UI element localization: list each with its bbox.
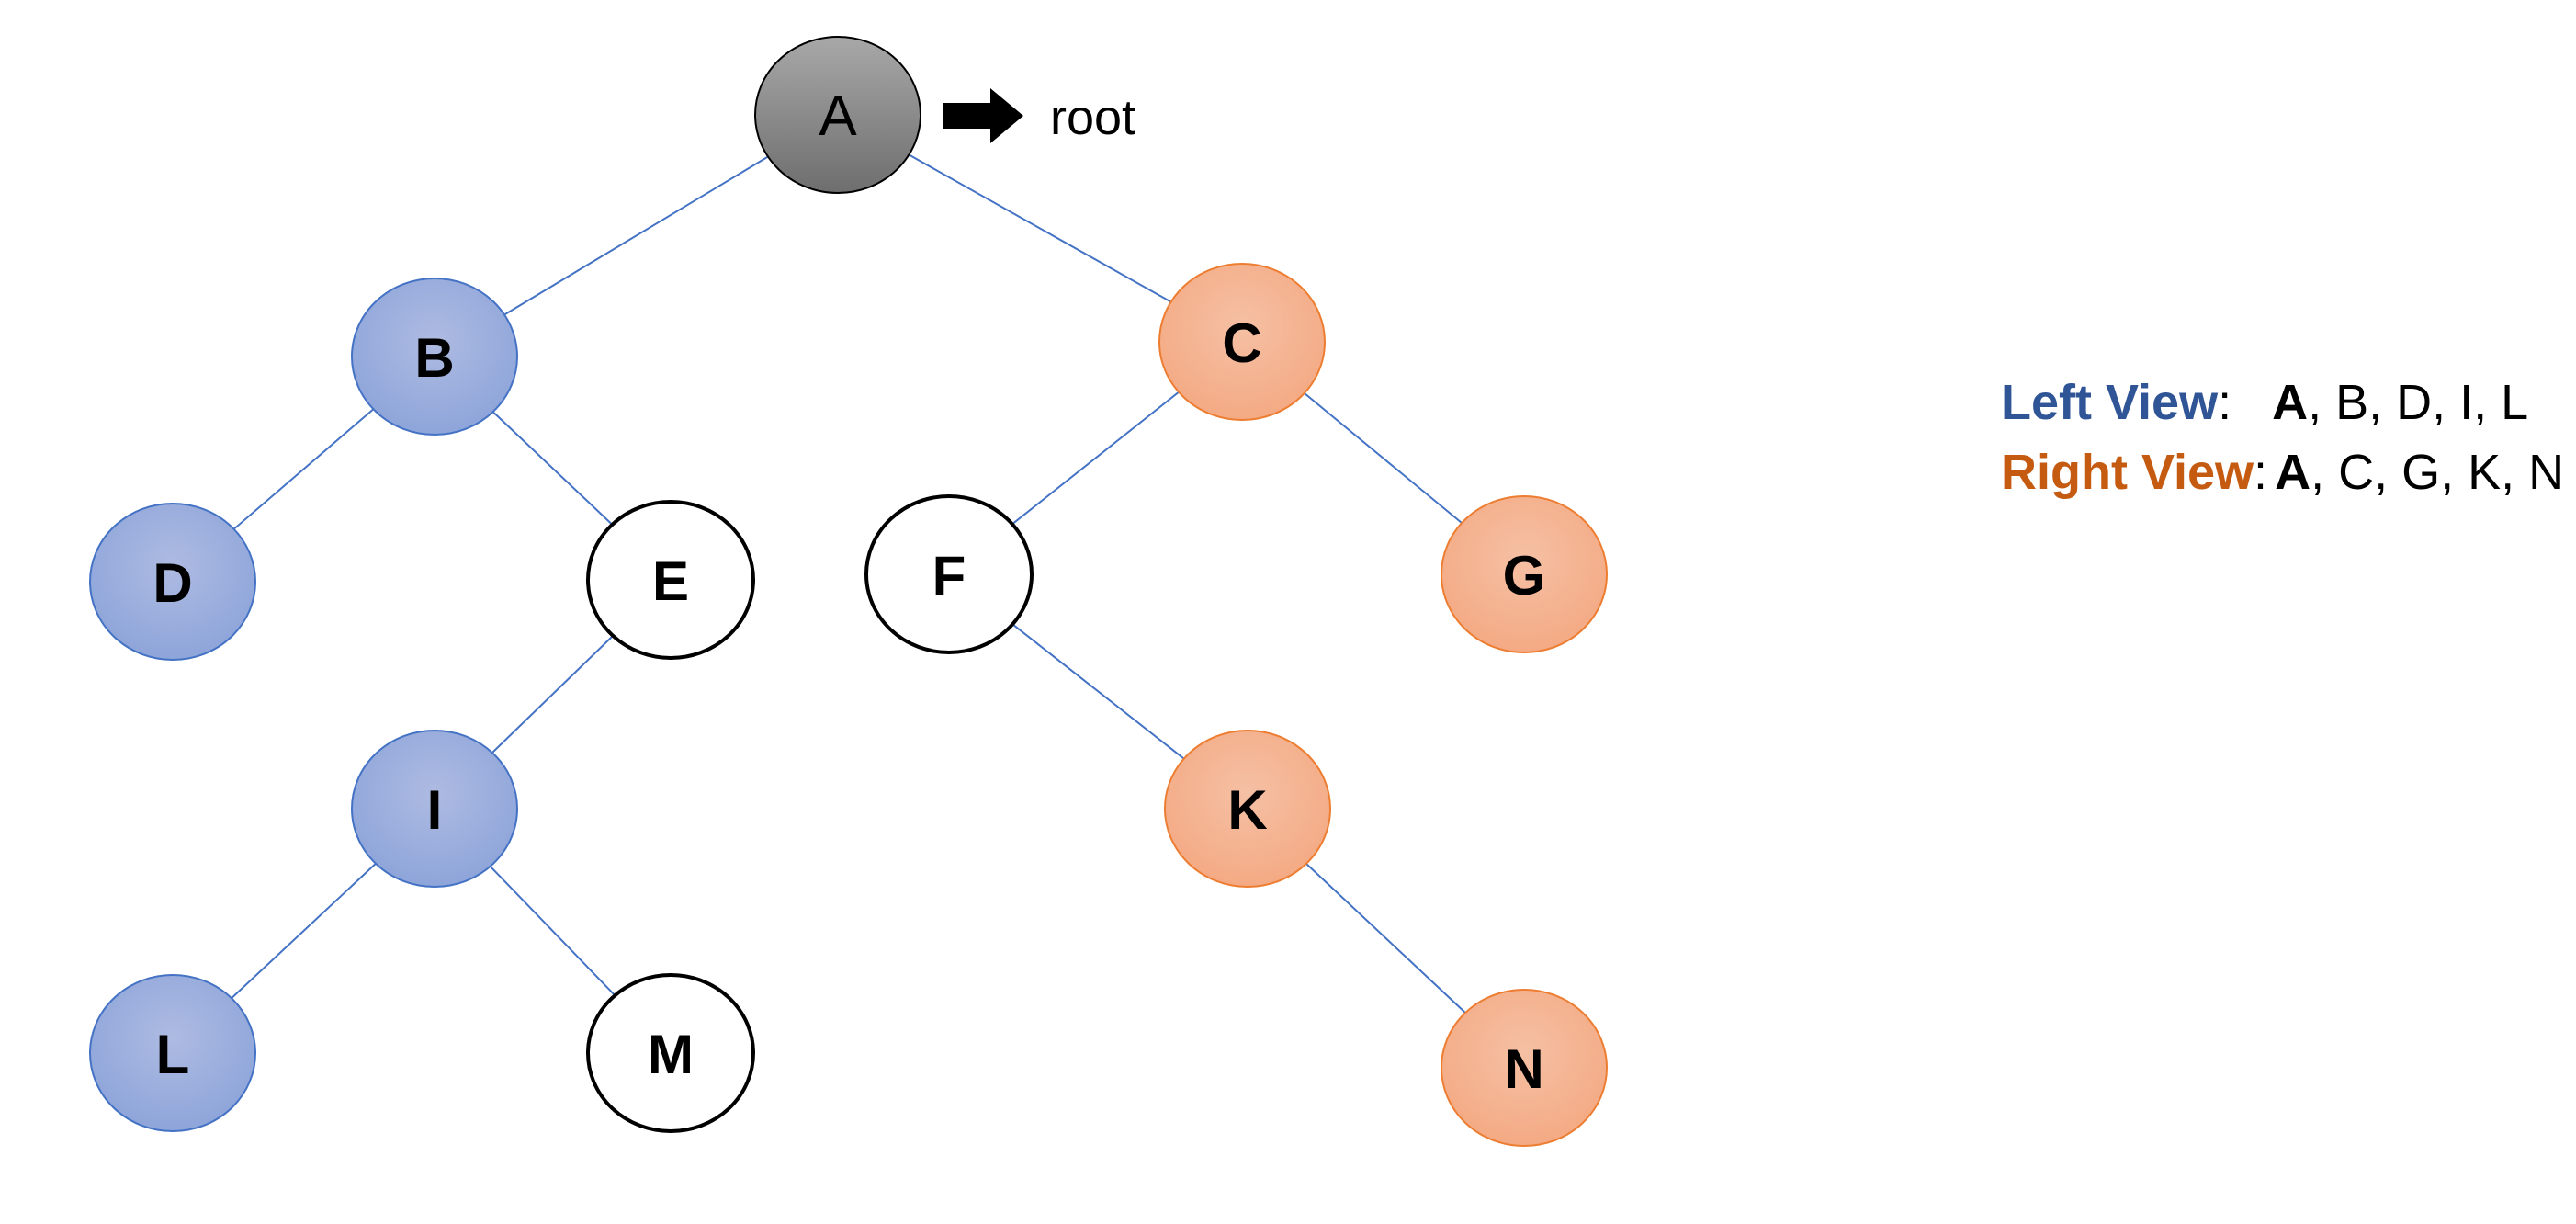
edge-i-l bbox=[231, 863, 377, 999]
right-view-title: Right View bbox=[2001, 445, 2254, 500]
node-g-circle bbox=[1441, 495, 1608, 653]
node-f-circle bbox=[864, 494, 1034, 654]
node-a: A bbox=[754, 36, 921, 194]
node-c-label: C bbox=[1222, 312, 1261, 374]
node-d-circle bbox=[89, 503, 256, 661]
node-i: I bbox=[351, 730, 518, 888]
node-e-label: E bbox=[652, 550, 689, 612]
right-view-row: Right View:A, C, G, K, N bbox=[2001, 437, 2564, 507]
node-g: G bbox=[1441, 495, 1608, 653]
edge-b-e bbox=[491, 411, 614, 526]
node-n-circle bbox=[1441, 989, 1608, 1147]
root-pointer-label: root bbox=[1050, 90, 1135, 145]
node-f: F bbox=[864, 494, 1034, 654]
node-a-circle bbox=[754, 36, 921, 194]
left-view-row: Left View: A, B, D, I, L bbox=[2001, 368, 2564, 437]
node-b: B bbox=[351, 278, 518, 436]
node-b-label: B bbox=[414, 327, 454, 389]
edge-f-k bbox=[1011, 623, 1185, 760]
node-g-label: G bbox=[1503, 545, 1546, 606]
right-view-separator: : bbox=[2254, 445, 2268, 500]
tree-edges bbox=[231, 153, 1466, 1014]
node-d: D bbox=[89, 503, 256, 661]
edge-b-d bbox=[232, 408, 375, 530]
left-view-title: Left View bbox=[2001, 375, 2219, 430]
node-k-circle bbox=[1164, 730, 1331, 888]
tree-nodes: A B C D E F G I K L M N bbox=[89, 36, 1608, 1147]
right-view-rest-nodes: , C, G, K, N bbox=[2310, 445, 2565, 500]
left-view-first-node: A bbox=[2272, 375, 2309, 430]
root-pointer: root bbox=[943, 88, 1135, 145]
node-l: L bbox=[89, 974, 256, 1132]
node-i-label: I bbox=[427, 779, 443, 841]
node-n: N bbox=[1441, 989, 1608, 1147]
edge-e-i bbox=[491, 635, 614, 754]
node-k: K bbox=[1164, 730, 1331, 888]
node-c: C bbox=[1158, 263, 1326, 421]
edge-a-c bbox=[908, 153, 1172, 303]
edge-k-n bbox=[1305, 863, 1466, 1014]
node-i-circle bbox=[351, 730, 518, 888]
node-l-circle bbox=[89, 974, 256, 1132]
node-m-circle bbox=[586, 973, 755, 1133]
left-view-separator: : bbox=[2218, 375, 2232, 430]
edge-a-b bbox=[503, 155, 769, 316]
edge-c-g bbox=[1304, 392, 1463, 524]
node-n-label: N bbox=[1504, 1038, 1543, 1100]
right-view-first-node: A bbox=[2275, 445, 2311, 500]
node-e: E bbox=[586, 500, 755, 660]
node-c-circle bbox=[1158, 263, 1326, 421]
left-view-rest-nodes: , B, D, I, L bbox=[2308, 375, 2529, 430]
right-arrow-icon bbox=[943, 88, 1023, 143]
edge-i-m bbox=[489, 866, 616, 996]
node-b-circle bbox=[351, 278, 518, 436]
node-l-label: L bbox=[156, 1024, 190, 1085]
node-a-label: A bbox=[819, 85, 857, 148]
node-m: M bbox=[586, 973, 755, 1133]
node-f-label: F bbox=[932, 545, 966, 606]
node-k-label: K bbox=[1227, 779, 1267, 841]
node-m-label: M bbox=[648, 1024, 694, 1085]
node-e-circle bbox=[586, 500, 755, 660]
edge-c-f bbox=[1011, 391, 1180, 526]
node-d-label: D bbox=[153, 552, 192, 614]
views-legend: Left View:A, B, D, I, L Right View:A, C,… bbox=[2001, 368, 2564, 507]
